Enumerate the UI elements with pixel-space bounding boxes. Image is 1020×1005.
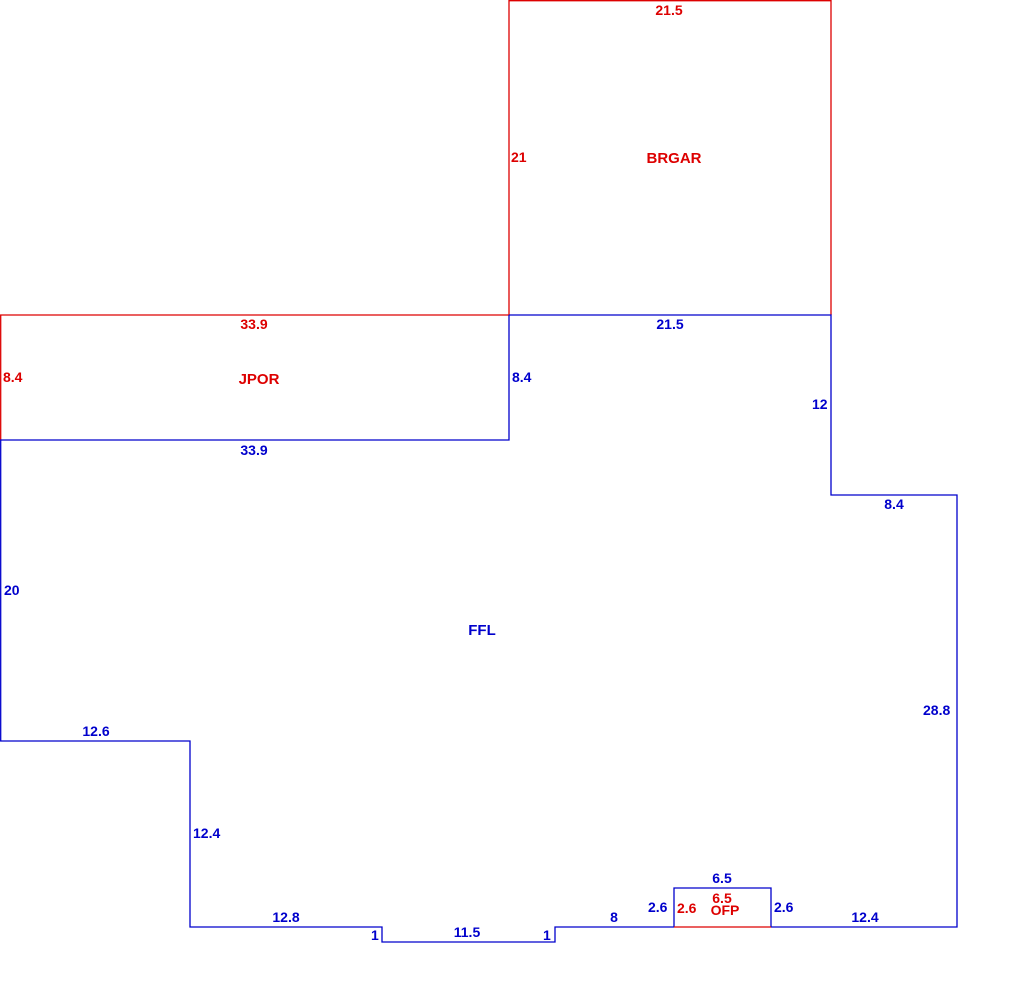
ofp-outline-living: [673, 887, 772, 927]
ffl-porch-bottom-dimension: 33.9: [240, 442, 267, 458]
jpor-area-label: JPOR: [239, 371, 280, 388]
jpor-outline: [0, 314, 509, 440]
brgar-area-label: BRGAR: [647, 150, 702, 167]
ffl-left-jog-top-dimension: 12.6: [82, 723, 109, 739]
ofp-left-dimension: 2.6: [677, 900, 697, 916]
ffl-bottom-mid-dimension: 8: [610, 909, 618, 925]
ffl-outline: [0, 314, 958, 943]
ffl-top-right-dimension: 21.5: [656, 316, 683, 332]
ffl-ofp-left-dimension: 2.6: [648, 899, 668, 915]
brgar-left-dimension: 21: [511, 149, 527, 165]
ffl-porch-right-dimension: 8.4: [512, 369, 532, 385]
brgar-top-dimension: 21.5: [655, 2, 682, 18]
ffl-notch-right-dimension: 1: [543, 927, 551, 943]
ffl-ofp-right-dimension: 2.6: [774, 899, 794, 915]
brgar-outline: [508, 0, 832, 315]
ofp-area: [673, 887, 772, 928]
jpor-area: [0, 314, 509, 440]
ffl-left-jog-side-dimension: 12.4: [193, 825, 220, 841]
brgar-area: [508, 0, 832, 315]
ffl-notch-bottom-dimension: 11.5: [454, 924, 481, 940]
ffl-jog-top-dimension: 8.4: [884, 496, 904, 512]
ffl-bottom-right-dimension: 12.4: [851, 909, 878, 925]
ofp-top-dimension: 6.5: [712, 890, 732, 906]
ofp-area-label: OFP: [711, 902, 740, 918]
ffl-notch-left-dimension: 1: [371, 927, 379, 943]
ffl-ofp-top-dimension: 6.5: [712, 870, 732, 886]
jpor-left-dimension: 8.4: [3, 369, 23, 385]
ffl-right-dimension: 28.8: [923, 702, 950, 718]
ffl-bottom-left-dimension: 12.8: [272, 909, 299, 925]
ffl-area-label: FFL: [468, 622, 496, 639]
jpor-top-dimension: 33.9: [240, 316, 267, 332]
ffl-area: [0, 314, 958, 943]
ffl-left-dimension: 20: [4, 582, 20, 598]
ffl-garage-side-dimension: 12: [812, 396, 828, 412]
